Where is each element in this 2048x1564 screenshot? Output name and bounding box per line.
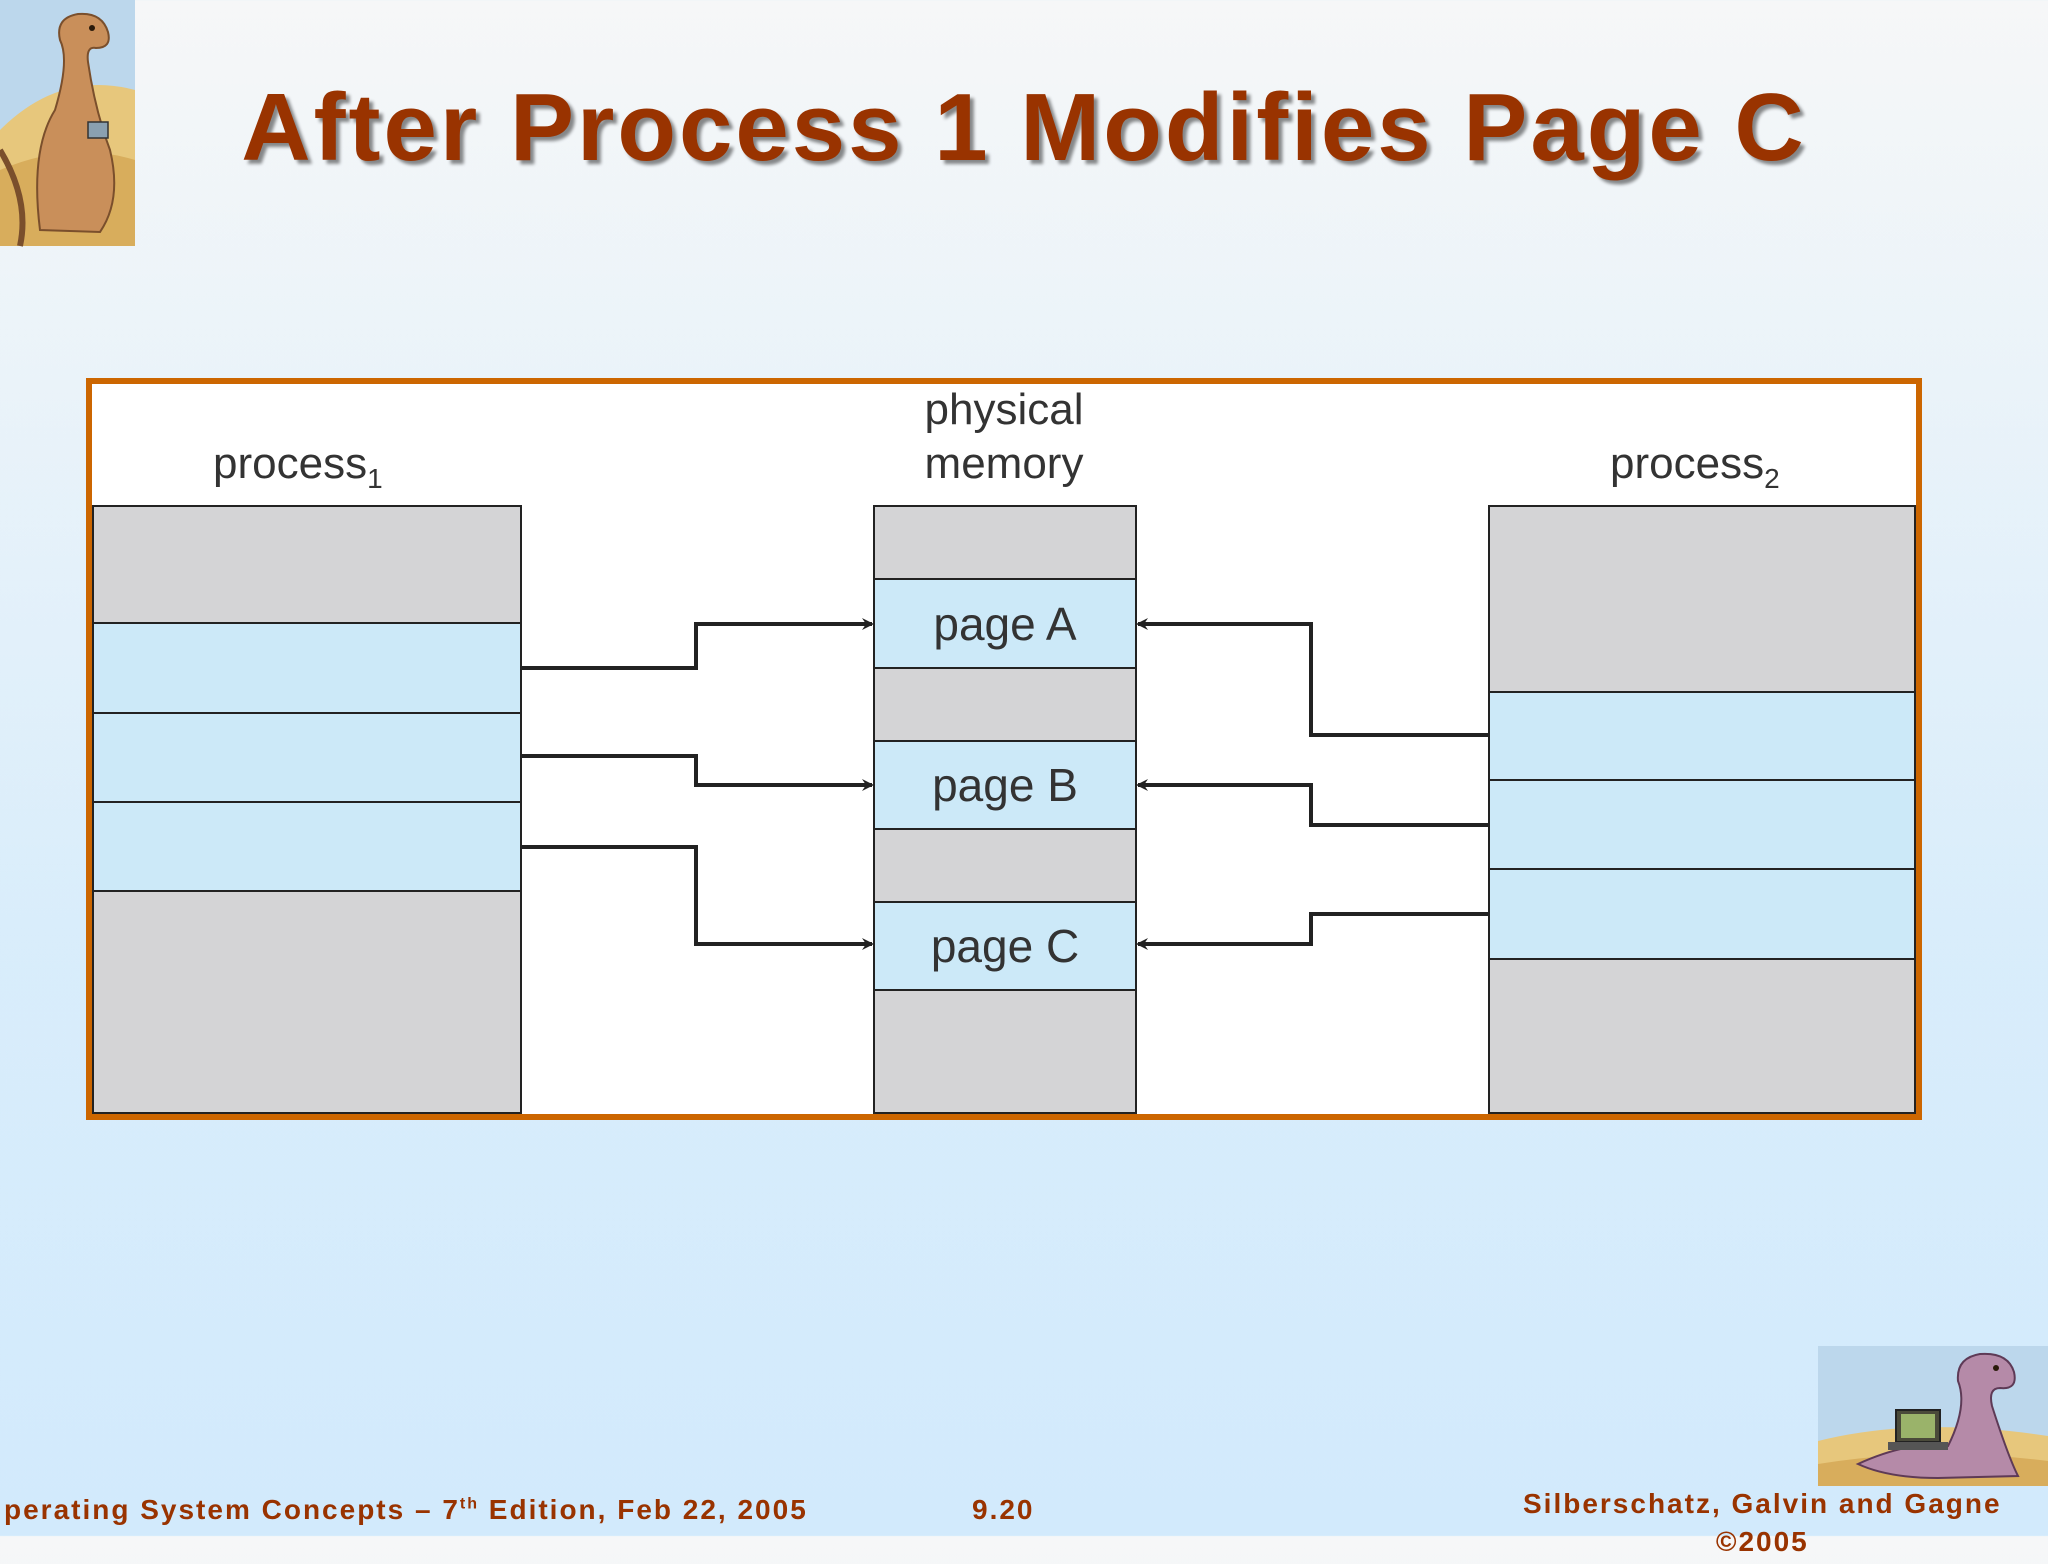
arrow-p1-to-page-a xyxy=(521,618,874,670)
process1-label: process1 xyxy=(213,439,383,494)
dinosaur-with-phone-icon xyxy=(0,0,135,247)
physical-memory-column xyxy=(873,505,1137,1114)
dinosaur-with-laptop-icon xyxy=(1818,1346,2048,1486)
page-c-label: page C xyxy=(931,920,1079,972)
memory-free-frame xyxy=(873,667,1137,742)
page-a-label: page A xyxy=(933,598,1077,650)
arrow-p1-to-page-b xyxy=(521,754,874,791)
arrow-p1-to-page-c xyxy=(521,845,874,950)
slide-title: After Process 1 Modifies Page C xyxy=(241,74,1807,181)
process1-page-slot xyxy=(92,801,522,892)
footer-book-title: perating System Concepts – 7th Edition, … xyxy=(4,1494,808,1525)
memory-free-frame xyxy=(873,989,1137,1114)
process2-unused-top xyxy=(1488,505,1916,693)
memory-free-frame xyxy=(873,828,1137,903)
memory-free-frame xyxy=(873,505,1137,580)
process1-column xyxy=(92,505,522,1114)
process2-page-slot xyxy=(1488,868,1916,960)
memory-label-line1: physical xyxy=(925,385,1084,434)
footer-authors-line1: Silberschatz, Galvin and Gagne xyxy=(1523,1488,2002,1519)
process1-arrows xyxy=(521,618,874,950)
arrow-p2-to-page-c xyxy=(1136,912,1489,950)
process1-page-slot xyxy=(92,712,522,803)
process2-column xyxy=(1488,505,1916,1114)
memory-label-line2: memory xyxy=(925,439,1084,488)
arrow-p2-to-page-b xyxy=(1136,779,1489,827)
process1-page-slot xyxy=(92,622,522,714)
process2-page-slot xyxy=(1488,779,1916,870)
process1-unused-bottom xyxy=(92,890,522,1114)
footer-authors: Silberschatz, Galvin and Gagne ©2005 xyxy=(1523,1488,2002,1557)
process2-page-slot xyxy=(1488,691,1916,781)
process2-label: process2 xyxy=(1610,439,1780,494)
footer-authors-line2: ©2005 xyxy=(1715,1526,1809,1557)
memory-page-a xyxy=(873,578,1137,669)
footer-page-number: 9.20 xyxy=(972,1494,1035,1525)
arrow-p2-to-page-a xyxy=(1136,618,1489,737)
page-b-label: page B xyxy=(932,759,1078,811)
process2-unused-bottom xyxy=(1488,958,1916,1114)
memory-page-c xyxy=(873,901,1137,991)
process1-unused-top xyxy=(92,505,522,624)
process2-arrows xyxy=(1136,618,1489,950)
